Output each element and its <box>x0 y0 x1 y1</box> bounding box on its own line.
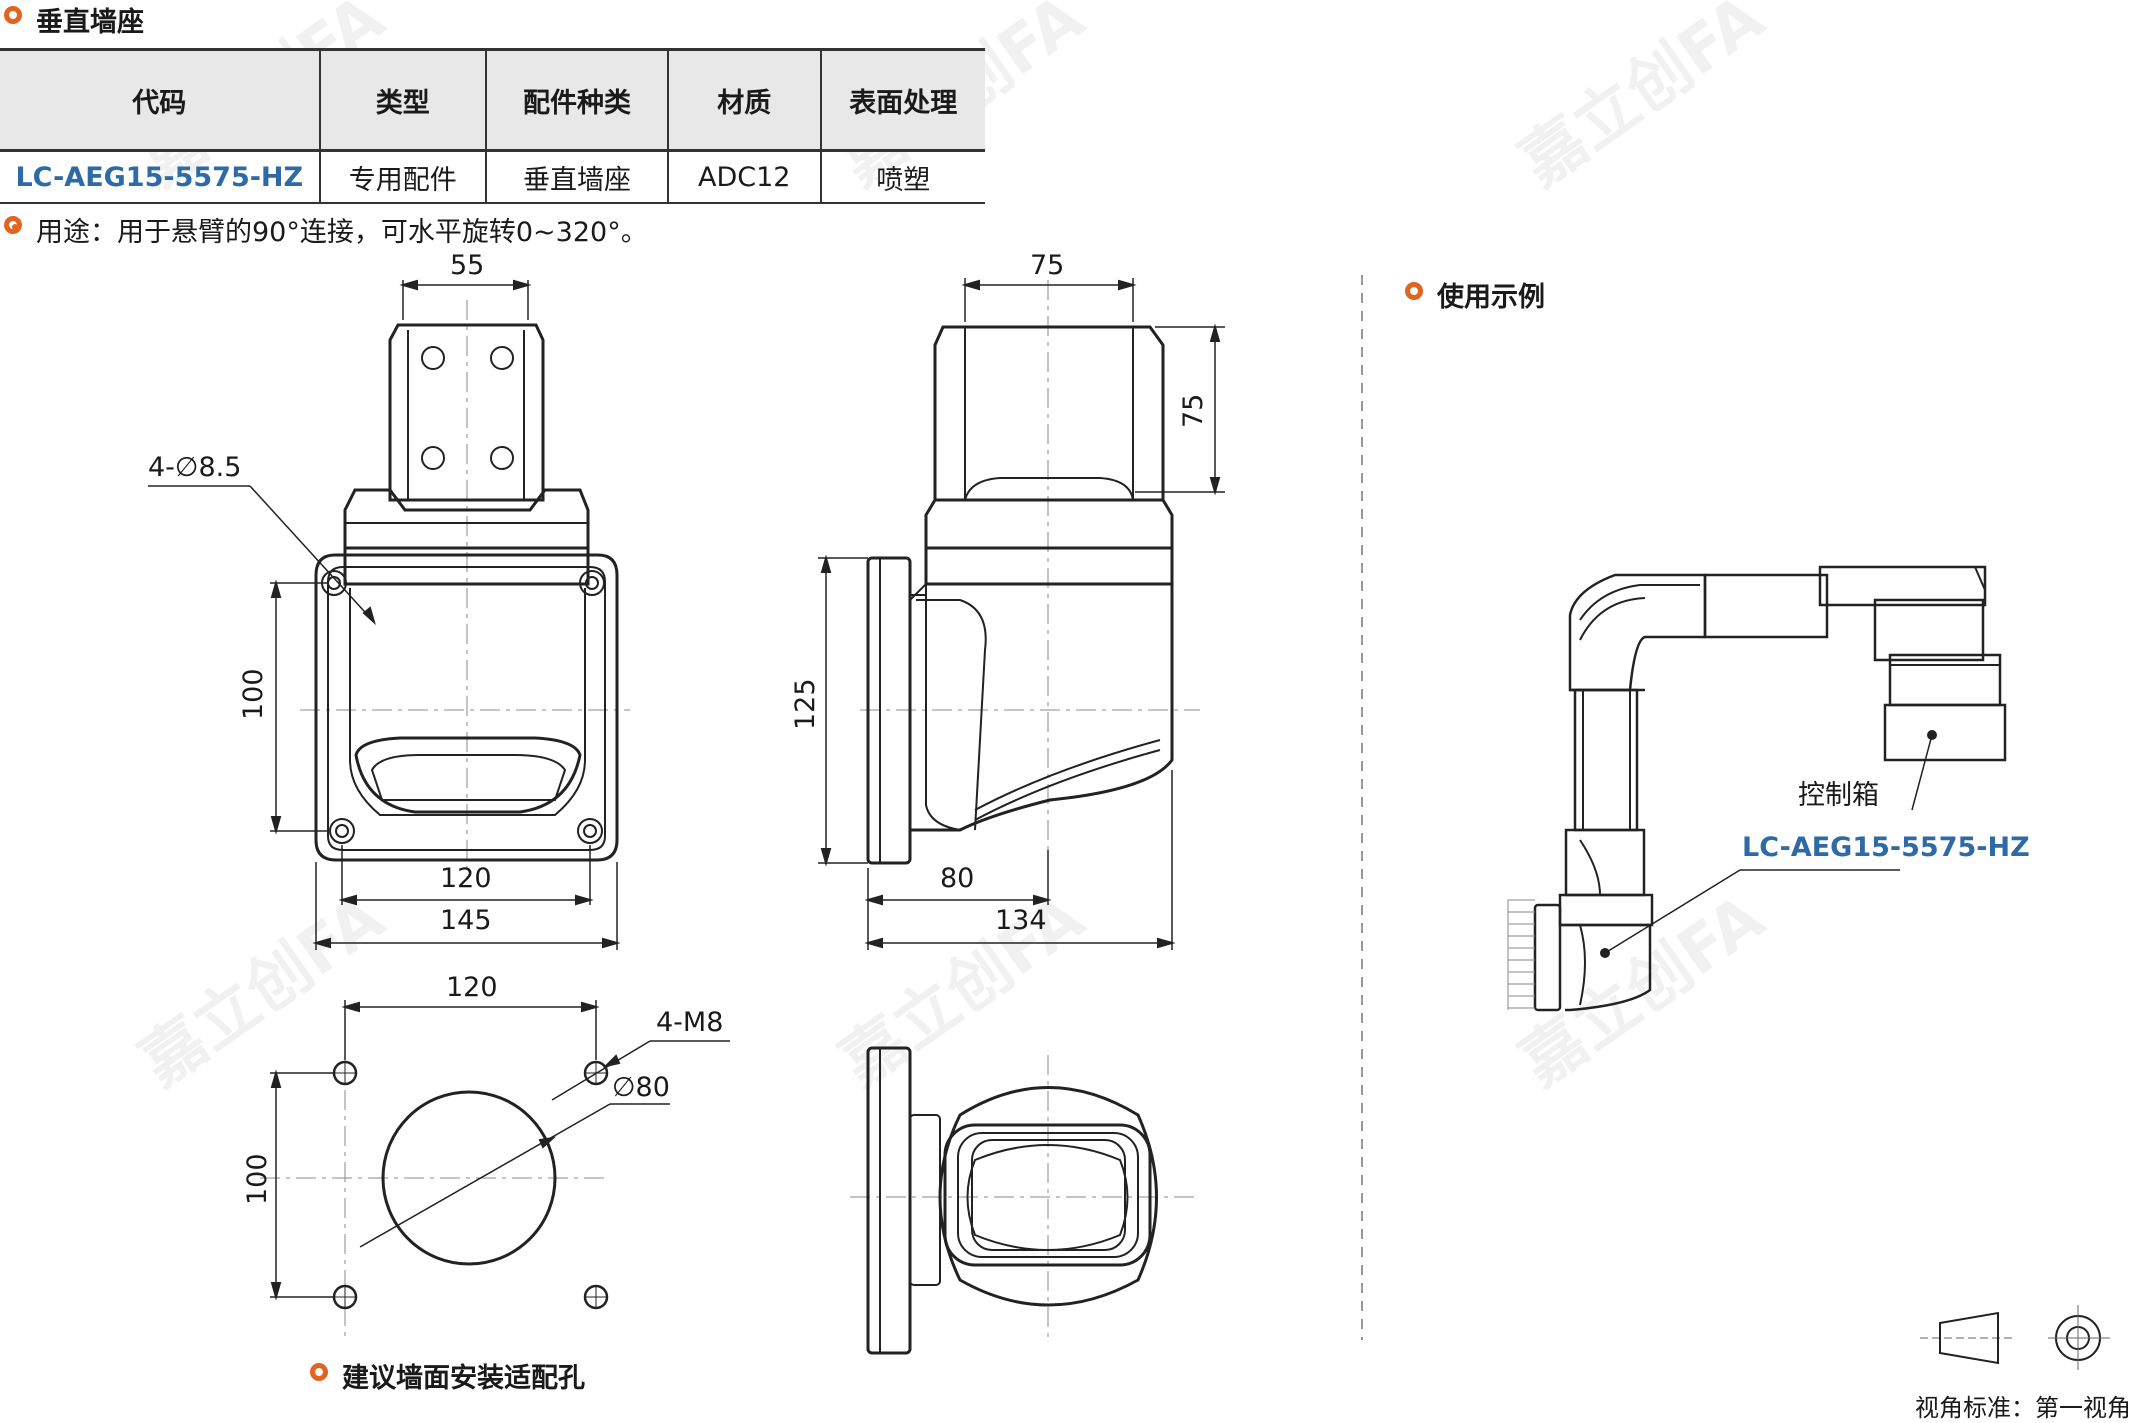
dim-front-outer-width: 145 <box>440 905 492 936</box>
dim-front-top: 55 <box>450 250 485 281</box>
table-cell: ADC12 <box>667 150 821 203</box>
section-title: 垂直墙座 <box>36 7 144 38</box>
dim-mount-height: 100 <box>242 1153 273 1205</box>
dim-front-inner-width: 120 <box>440 863 492 894</box>
example-title: 使用示例 <box>1437 282 1545 313</box>
usage-text: 用途：用于悬臂的90°连接，可水平旋转0~320°。 <box>36 217 648 248</box>
section-bullet <box>4 6 22 24</box>
caption-bullet <box>310 1363 328 1381</box>
dim-side-depth-total: 134 <box>995 905 1047 936</box>
projection-label: 视角标准：第一视角 <box>1915 1394 2131 1422</box>
bore-label: ∅80 <box>612 1072 670 1103</box>
control-box-label: 控制箱 <box>1798 780 1879 811</box>
dim-mount-width: 120 <box>446 972 498 1003</box>
example-bullet <box>1405 282 1423 300</box>
usage-example <box>1507 565 2007 1012</box>
table-cell: 专用配件 <box>318 150 486 203</box>
dim-side-upper-height: 75 <box>1178 393 1209 428</box>
dim-side-height: 125 <box>790 678 821 730</box>
table-cell: LC-AEG15-5575-HZ <box>15 161 304 193</box>
spec-table: 代码 类型 配件种类 材质 表面处理 LC-AEG15-5575-HZ 专用配件… <box>0 48 985 204</box>
table-header: 配件种类 <box>484 49 668 151</box>
table-header: 材质 <box>667 49 821 151</box>
hole-label: 4-∅8.5 <box>148 452 242 483</box>
mount-caption: 建议墙面安装适配孔 <box>342 1363 585 1394</box>
thread-label: 4-M8 <box>656 1007 724 1038</box>
table-header: 表面处理 <box>819 49 985 151</box>
usage-bullet <box>4 216 22 234</box>
table-cell: 喷塑 <box>819 150 985 203</box>
table-cell: 垂直墙座 <box>484 150 668 203</box>
dim-front-height: 100 <box>238 668 269 720</box>
table-header: 类型 <box>318 49 486 151</box>
mount-pattern <box>260 1000 730 1340</box>
table-row: LC-AEG15-5575-HZ 专用配件 垂直墙座 ADC12 喷塑 <box>0 150 985 203</box>
dim-side-depth-inner: 80 <box>940 863 975 894</box>
dim-side-top: 75 <box>1030 250 1065 281</box>
front-view <box>148 279 630 950</box>
table-header: 代码 <box>0 49 320 151</box>
part-label: LC-AEG15-5575-HZ <box>1742 832 2030 863</box>
side-view <box>818 278 1225 950</box>
table-header-row: 代码 类型 配件种类 材质 表面处理 <box>0 49 985 151</box>
projection-symbol <box>1920 1305 2110 1370</box>
top-view <box>850 1046 1200 1355</box>
